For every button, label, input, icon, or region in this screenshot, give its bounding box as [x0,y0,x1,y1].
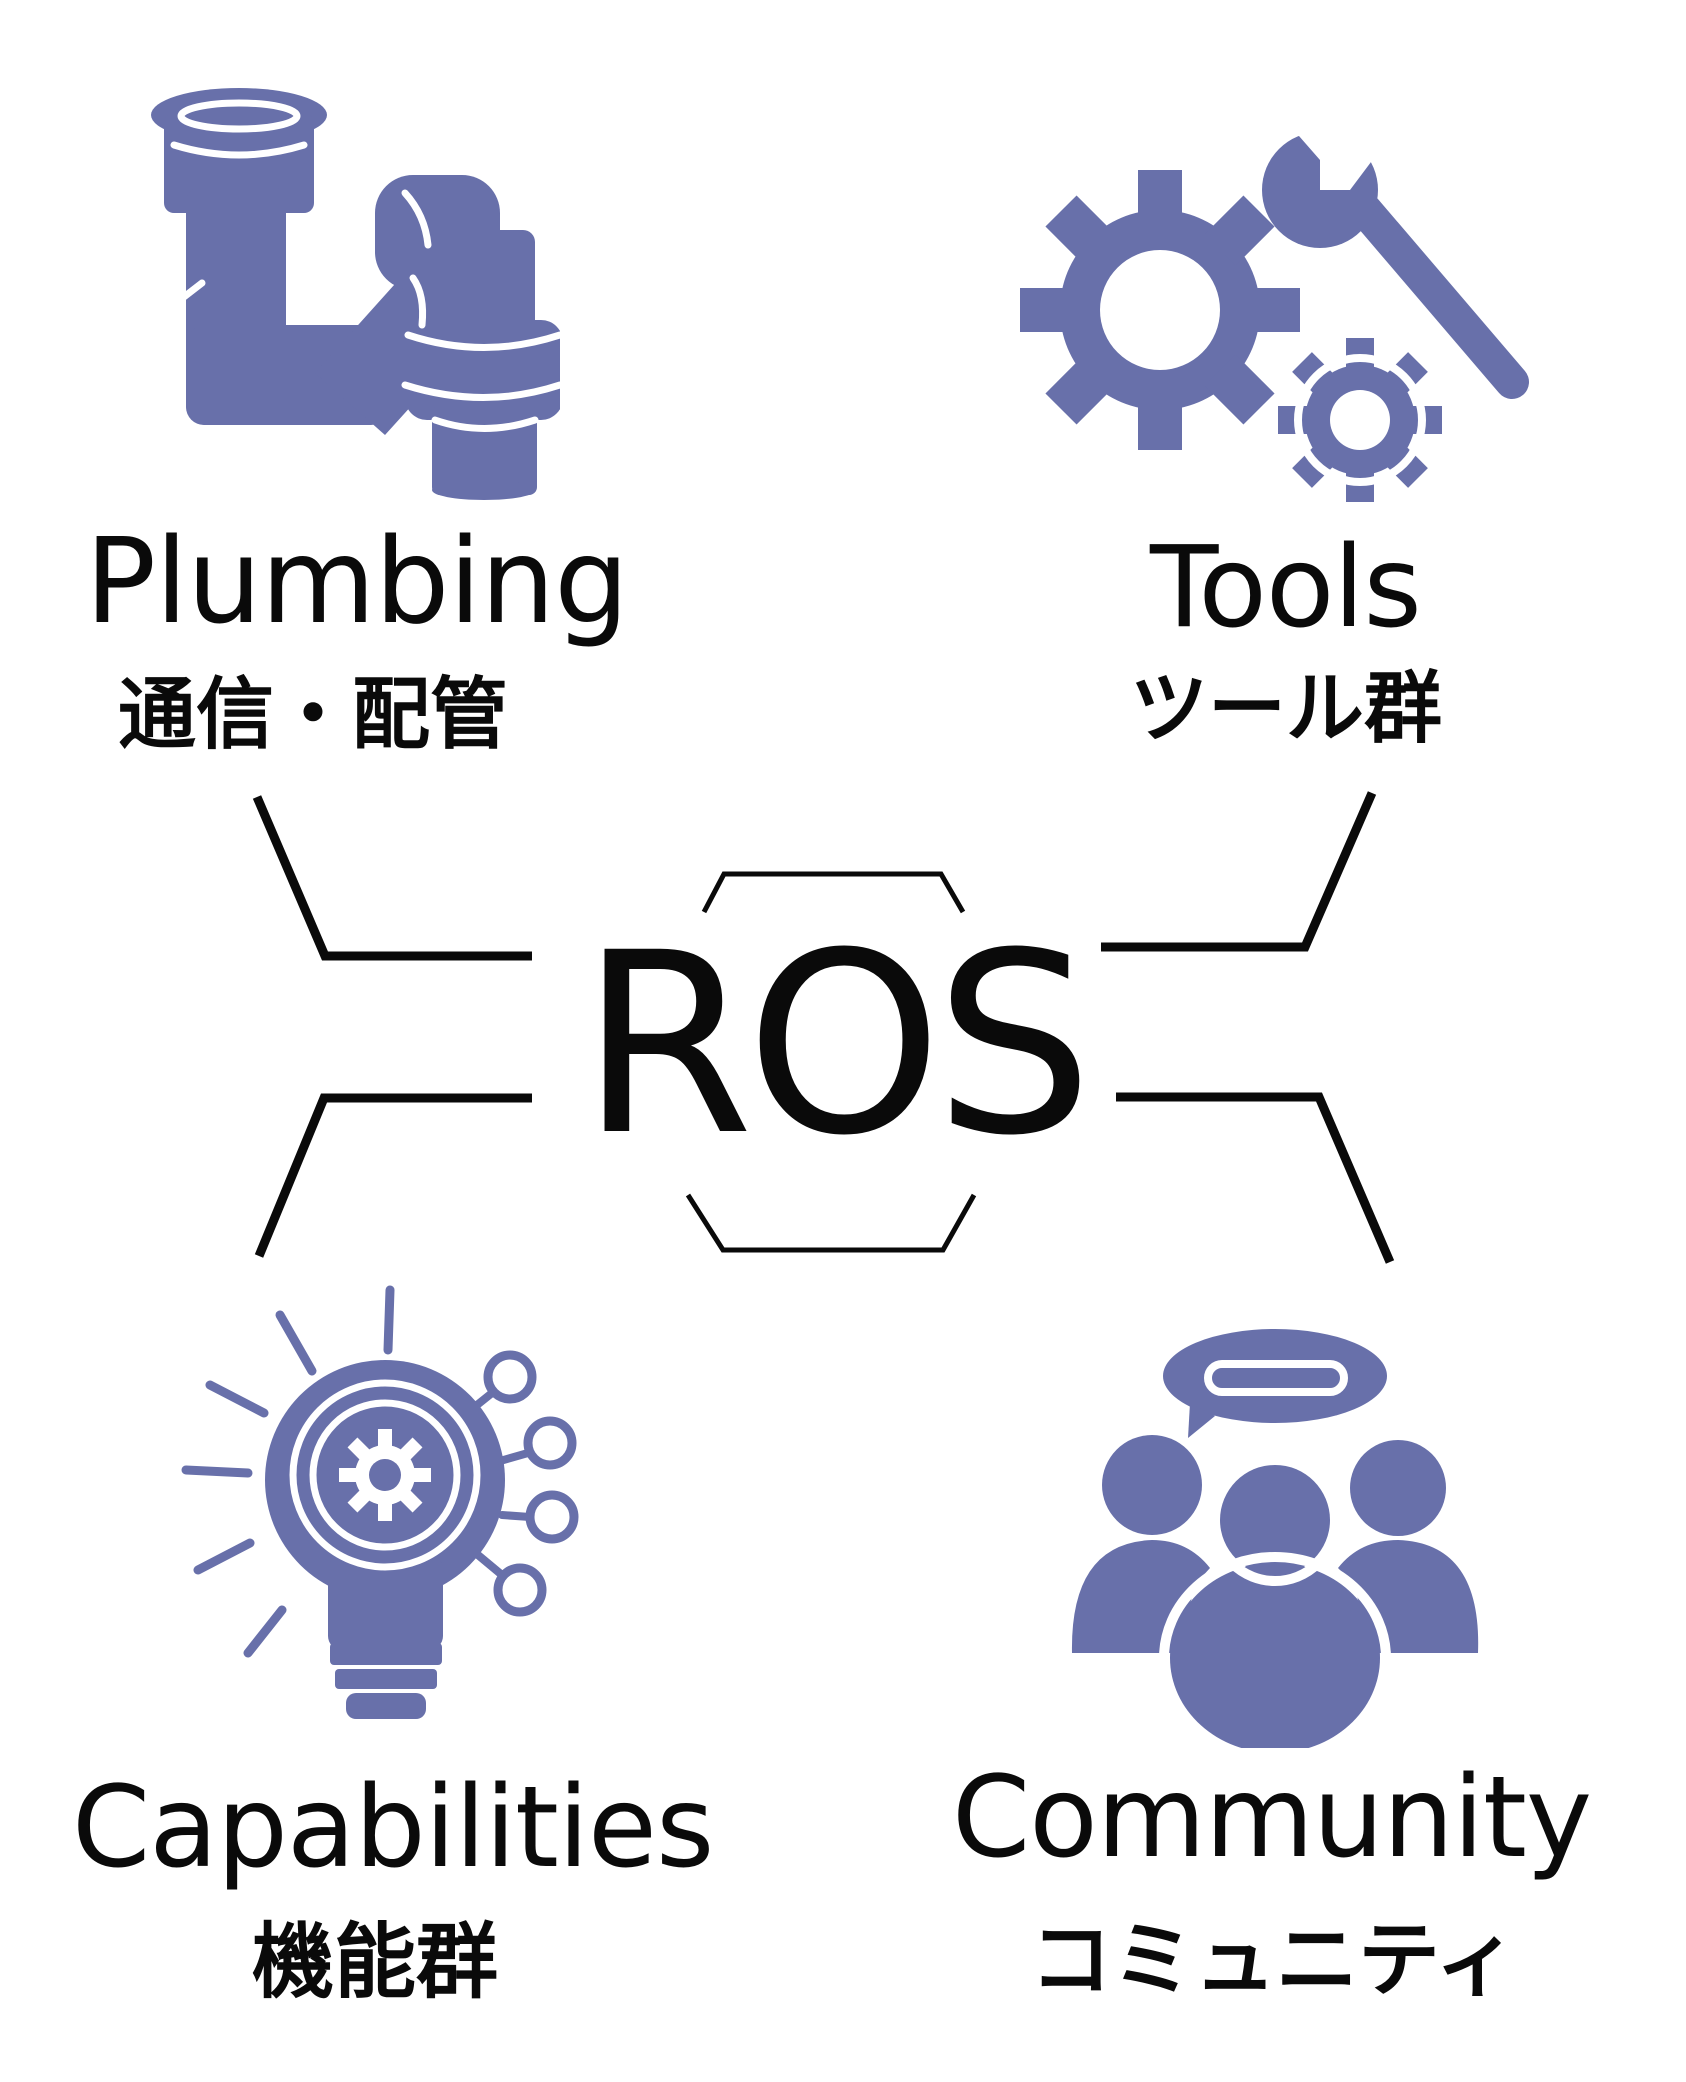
pipe-icon [151,88,560,500]
label-community-en: Community [952,1753,1592,1883]
label-plumbing-ja: 通信・配管 [118,670,509,760]
label-tools-en: Tools [1150,523,1422,653]
connector-community [1116,1092,1395,1264]
gears-wrench-icon [1020,120,1529,502]
lightbulb-icon [181,1285,579,1719]
label-capabilities-ja: 機能群 [252,1915,499,2010]
label-community-ja: コミュニティ [1030,1913,1518,2008]
connector-capabilities [254,1093,532,1258]
connector-tools [1101,791,1377,952]
connector-plumbing [252,795,532,961]
label-capabilities-en: Capabilities [72,1763,714,1893]
hexagon-frame [685,871,977,1253]
center-title: ROS [580,899,1093,1190]
label-tools-ja: ツール群 [1130,664,1443,754]
people-icon [1071,1329,1479,1748]
label-plumbing-en: Plumbing [85,512,629,650]
